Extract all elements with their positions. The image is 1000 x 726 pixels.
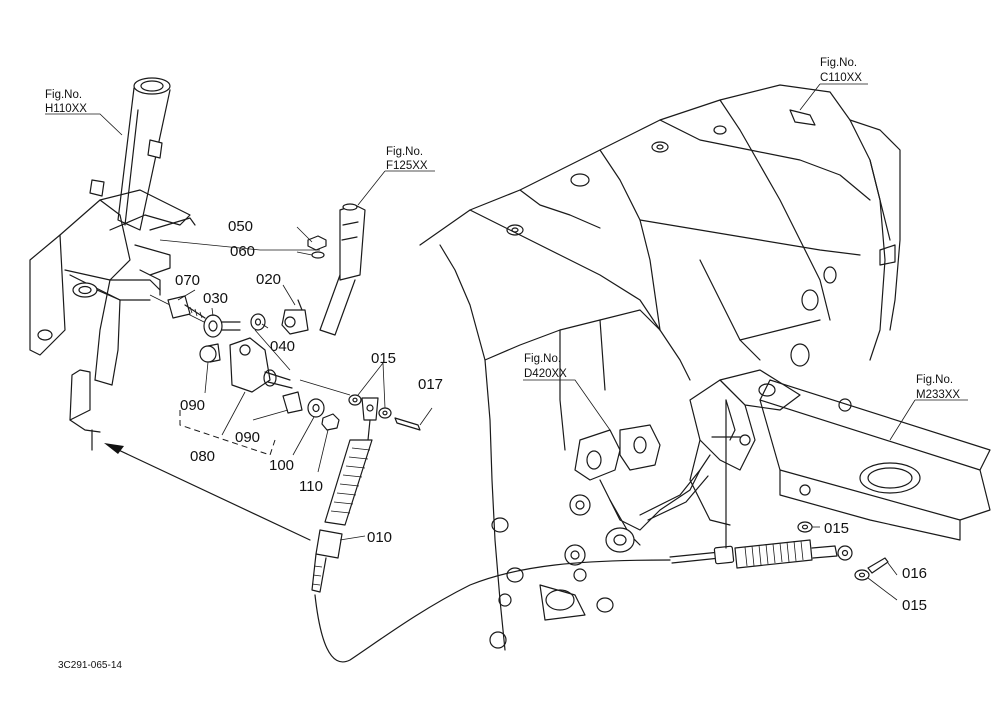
fig-ref-f125-code: F125XX (386, 160, 428, 172)
part-label-016: 016 (902, 565, 927, 582)
cable-end-right (669, 399, 889, 581)
part-label-015-b: 015 (824, 520, 849, 537)
part-label-015-c: 015 (902, 597, 927, 614)
fig-ref-d420-caption: Fig.No. (524, 353, 561, 365)
fig-ref-d420: Fig.No. D420XX (524, 353, 567, 380)
exploded-parts (149, 203, 433, 593)
part-labels: 050 060 020 070 030 040 090 090 080 100 … (175, 218, 927, 614)
control-cable (314, 559, 671, 663)
part-label-100: 100 (269, 457, 294, 474)
part-label-010: 010 (367, 529, 392, 546)
fig-ref-m233-caption: Fig.No. (916, 374, 953, 386)
part-label-050: 050 (228, 218, 253, 235)
fig-ref-m233-code: M233XX (916, 389, 960, 401)
part-label-090-b: 090 (235, 429, 260, 446)
transmission-housing (419, 84, 901, 651)
fig-ref-f125-caption: Fig.No. (386, 146, 423, 158)
fig-ref-f125: Fig.No. F125XX (386, 146, 428, 172)
fig-ref-c110-code: C110XX (820, 72, 862, 84)
part-label-070: 070 (175, 272, 200, 289)
part-label-110: 110 (299, 478, 323, 495)
part-label-080: 080 (190, 448, 215, 465)
fig-ref-h110-caption: Fig.No. (45, 89, 82, 101)
part-label-060: 060 (230, 243, 255, 260)
part-label-015-a: 015 (371, 350, 396, 367)
fig-ref-c110: Fig.No. C110XX (820, 57, 862, 84)
part-label-030: 030 (203, 290, 228, 307)
shift-linkage (489, 424, 711, 649)
drawing-code: 3C291-065-14 (58, 660, 122, 671)
part-label-020: 020 (256, 271, 281, 288)
pedal-assembly (29, 77, 311, 541)
fig-ref-m233: Fig.No. M233XX (916, 374, 960, 401)
fig-ref-h110: Fig.No. H110XX (45, 89, 87, 115)
fig-ref-d420-code: D420XX (524, 368, 567, 380)
part-label-090-a: 090 (180, 397, 205, 414)
leader-lines (45, 83, 968, 601)
bracket-plate (689, 369, 991, 541)
fig-ref-h110-code: H110XX (45, 103, 87, 115)
part-label-017: 017 (418, 376, 443, 393)
fig-ref-c110-caption: Fig.No. (820, 57, 857, 69)
part-label-040: 040 (270, 338, 295, 355)
